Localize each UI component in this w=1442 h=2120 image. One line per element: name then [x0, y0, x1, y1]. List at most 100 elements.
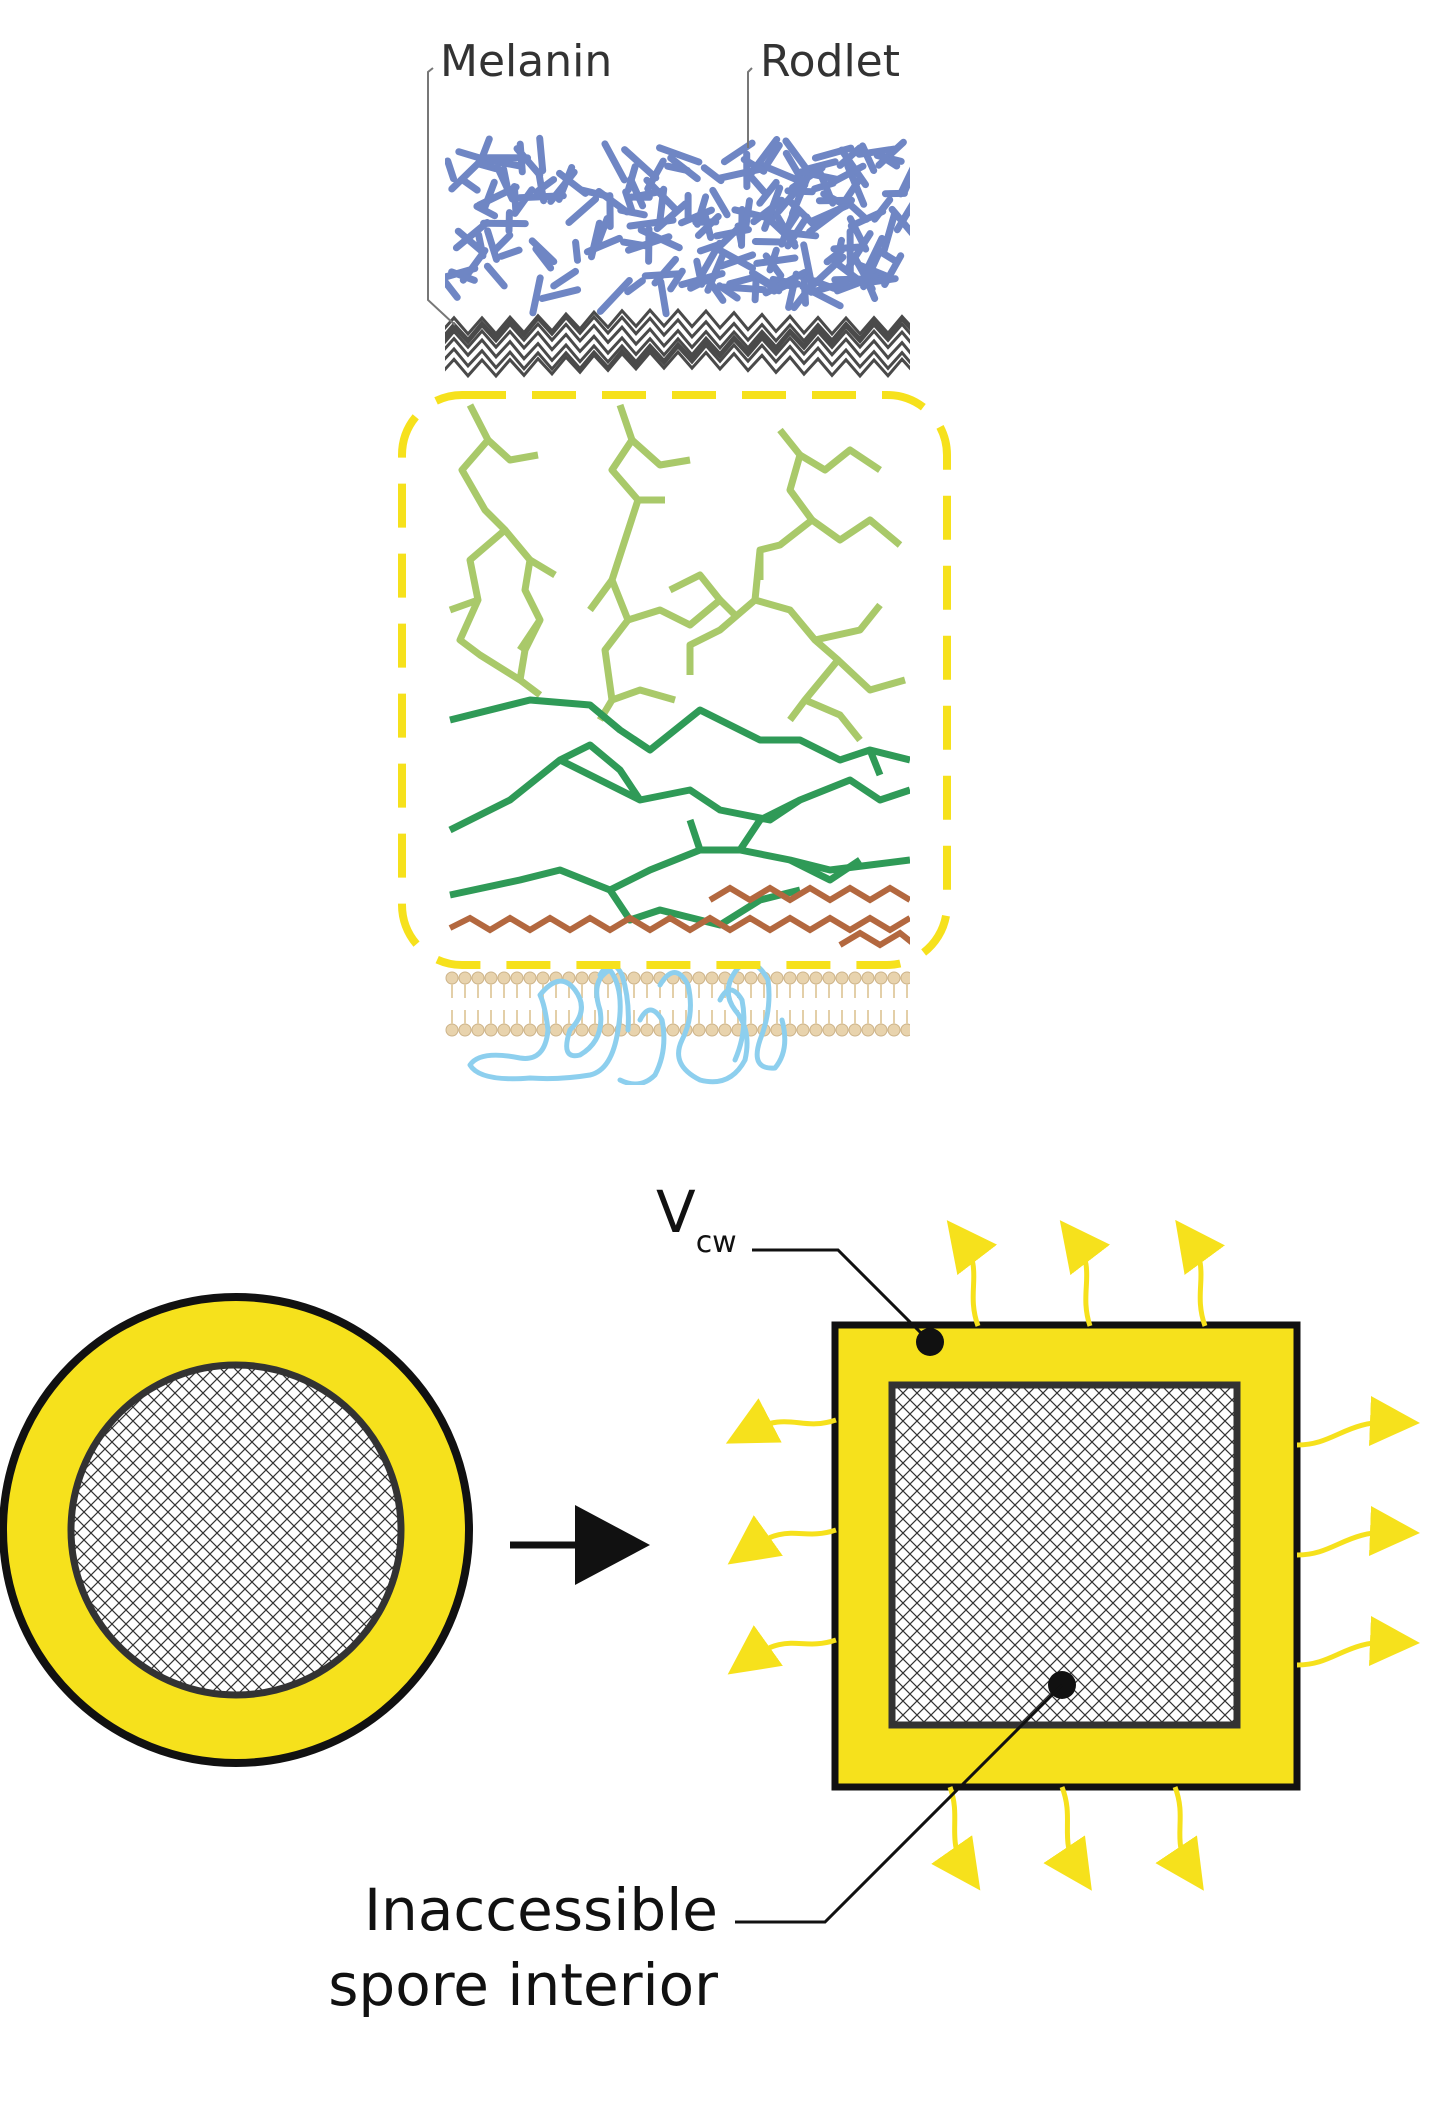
efflux-arrow: [725, 1398, 837, 1444]
melanin-strand: [445, 314, 910, 344]
rodlet-segment: [708, 281, 727, 304]
rodlet-segment: [532, 245, 555, 272]
interior-leader-line: [735, 1683, 1064, 1924]
lipid-head: [497, 971, 511, 985]
top-leader-lines: [427, 67, 753, 326]
rodlet-segment: [871, 196, 894, 223]
rodlet-segment: [845, 230, 874, 271]
lipid-head: [484, 1023, 498, 1037]
rodlet-segment: [797, 168, 841, 183]
lipid-head: [822, 1023, 836, 1037]
lipid-head: [640, 1023, 654, 1037]
rodlet-segment: [624, 163, 639, 194]
rodlet-layer: [445, 134, 910, 318]
efflux-arrow: [1296, 1506, 1420, 1558]
rodlet-segment: [855, 145, 898, 158]
rodlet-segment: [866, 275, 899, 286]
brown-chitin-layer: [448, 884, 910, 949]
rodlet-segment: [811, 144, 855, 162]
rodlet-segment: [830, 243, 864, 253]
lipid-head: [822, 971, 836, 985]
rodlet-segment: [641, 270, 684, 280]
rodlet-segment: [745, 171, 768, 195]
lipid-head: [692, 971, 706, 985]
rodlet-segment: [624, 277, 646, 296]
rodlet-segment: [475, 231, 487, 260]
vcw-label-main: V: [656, 1178, 696, 1246]
rodlet-segment: [897, 166, 910, 198]
lipid-head: [627, 971, 641, 985]
lipid-head: [861, 971, 875, 985]
rodlet-segment: [718, 283, 768, 294]
dark-green-glucan-layer: [448, 696, 910, 929]
lipid-head: [796, 1023, 810, 1037]
lipid-head: [705, 971, 719, 985]
vcw-label-subscript: cw: [696, 1225, 737, 1260]
rodlet-segment: [761, 184, 784, 232]
vcw-marker-dot: [916, 1328, 944, 1356]
rodlet-segment: [536, 134, 547, 175]
lipid-head: [692, 1023, 706, 1037]
round-spore: [0, 1293, 473, 1767]
melanin-strand: [445, 321, 910, 351]
interior-annotation: Inaccessible spore interior: [328, 1671, 1076, 2019]
rodlet-segment: [445, 265, 479, 281]
square-spore-interior: [888, 1381, 1241, 1729]
lipid-head: [887, 971, 901, 985]
lipid-head: [744, 971, 758, 985]
lipid-head: [796, 971, 810, 985]
melanin-leader-line: [427, 67, 456, 326]
efflux-arrows: [725, 1219, 1420, 1891]
rodlet-segment: [484, 227, 500, 263]
lipid-head: [523, 1023, 537, 1037]
rodlet-segment: [601, 140, 628, 184]
rodlet-segment: [497, 246, 523, 260]
rodlet-segment: [538, 286, 582, 302]
lipid-head: [471, 1023, 485, 1037]
lipid-head: [640, 971, 654, 985]
rodlet-segment: [529, 274, 544, 317]
rodlet-segment: [579, 186, 613, 201]
rodlet-segment: [789, 175, 811, 217]
lipid-head: [510, 1023, 524, 1037]
lipid-head: [458, 1023, 472, 1037]
rodlet-segment: [445, 157, 457, 183]
melanin-strand: [445, 349, 910, 379]
efflux-arrow: [1043, 1786, 1092, 1891]
rodlet-segment: [780, 228, 820, 240]
highlight-dashed-box: [398, 391, 951, 969]
lipid-head: [445, 971, 459, 985]
plasma-membrane: [445, 971, 910, 1037]
rodlet-segment: [511, 186, 536, 217]
rodlet-segment: [595, 215, 611, 245]
lipid-head: [536, 971, 550, 985]
melanin-layer: [445, 307, 910, 379]
melanin-strand: [445, 335, 910, 365]
rodlet-label: Rodlet: [760, 36, 900, 87]
rodlet-segment: [880, 210, 899, 255]
rodlet-segment: [448, 159, 483, 193]
rodlet-segment: [709, 186, 731, 219]
lipid-head: [887, 1023, 901, 1037]
rodlet-segment: [806, 204, 845, 236]
rodlet-segment: [800, 241, 816, 288]
rodlet-segment: [734, 222, 746, 248]
lipid-head: [900, 971, 910, 985]
transform-arrow: [510, 1505, 650, 1585]
rodlet-segment: [655, 185, 668, 230]
lipid-head: [874, 971, 888, 985]
rodlet-segment: [535, 168, 548, 205]
lipid-head: [497, 1023, 511, 1037]
rodlet-segment: [494, 163, 516, 203]
melanin-label: Melanin: [440, 36, 612, 87]
lipid-head: [471, 971, 485, 985]
efflux-arrow: [946, 1220, 998, 1327]
rodlet-segment: [715, 165, 766, 182]
rodlet-segment: [785, 270, 800, 311]
rodlet-segment: [487, 157, 526, 170]
lipid-head: [809, 971, 823, 985]
melanin-strand: [445, 307, 910, 337]
rodlet-segment: [492, 231, 514, 254]
rodlet-segment: [565, 195, 600, 226]
